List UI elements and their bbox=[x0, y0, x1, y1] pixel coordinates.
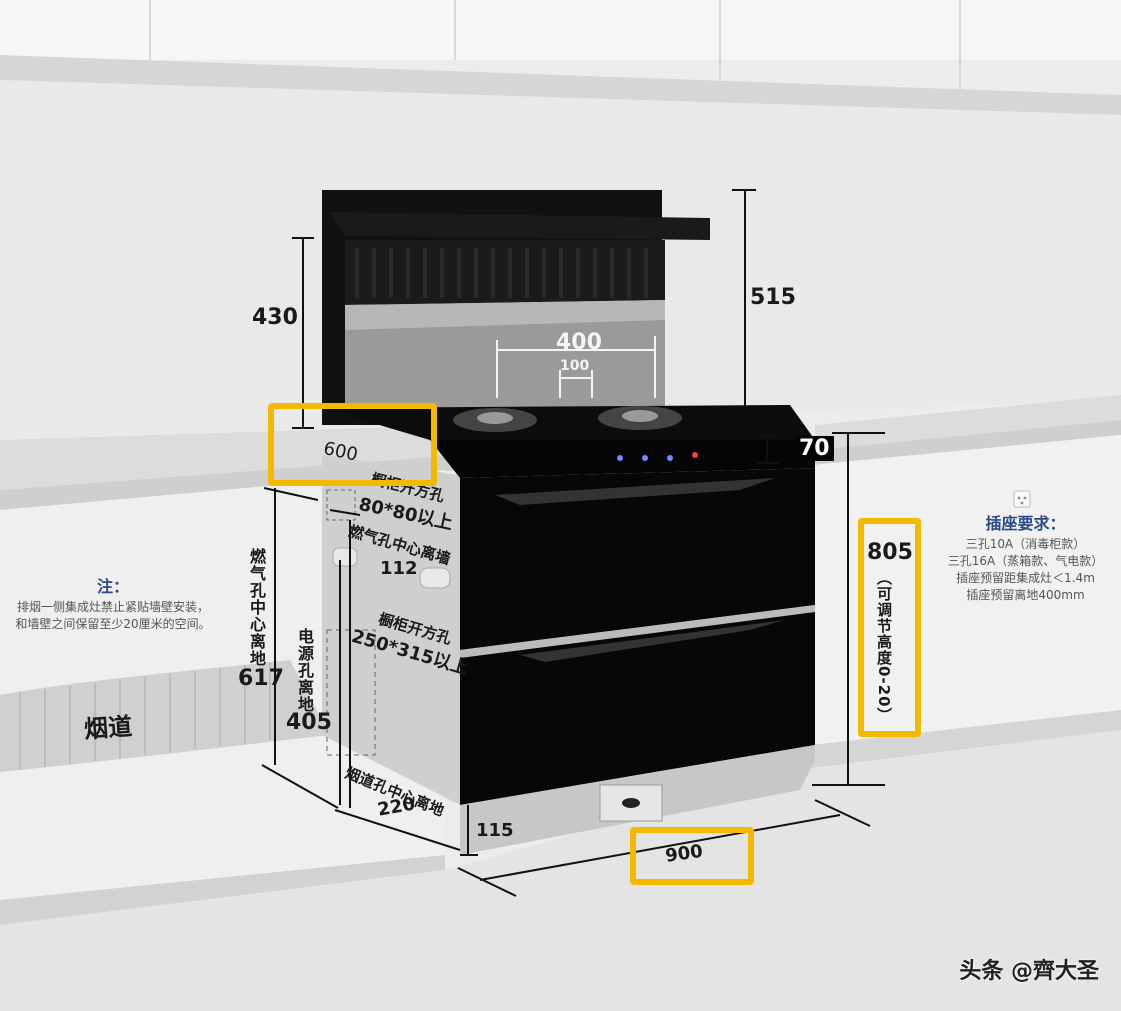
flue-label: 烟道 bbox=[83, 712, 134, 744]
socket-requirement-line: 插座预留距集成灶＜1.4m bbox=[956, 571, 1095, 585]
socket-requirement-line: 三孔16A（蒸箱款、气电款） bbox=[947, 554, 1104, 568]
socket-requirements-note: 插座要求： 三孔10A（消毒柜款） 三孔16A（蒸箱款、气电款） 插座预留距集成… bbox=[938, 515, 1113, 604]
gas-hole-height-caption: 燃气孔中心离地 bbox=[247, 548, 266, 667]
highlight-cabinet-height bbox=[858, 518, 921, 737]
socket-requirement-line: 三孔10A（消毒柜款） bbox=[965, 537, 1086, 551]
installation-note: 注： 排烟一侧集成灶禁止紧贴墙壁安装， 和墙壁之间保留至少20厘米的空间。 bbox=[8, 578, 218, 633]
gas-hole-height-value: 617 bbox=[238, 666, 284, 691]
hood-height-label: 430 bbox=[252, 305, 298, 330]
base-height-label: 115 bbox=[476, 820, 514, 841]
socket-icon bbox=[1013, 490, 1031, 508]
spacing-400-label: 400 bbox=[556, 330, 602, 355]
installation-note-title: 注： bbox=[96, 577, 129, 596]
panel-height-label: 70 bbox=[795, 436, 834, 461]
installation-note-line: 和墙壁之间保留至少20厘米的空间。 bbox=[15, 617, 211, 631]
highlight-depth bbox=[268, 403, 437, 486]
burner-spacing-label: 100 bbox=[560, 358, 590, 374]
power-hole-height-caption: 电源孔离地 bbox=[295, 628, 314, 713]
socket-requirements-title: 插座要求： bbox=[985, 514, 1066, 533]
highlight-width bbox=[630, 827, 754, 885]
watermark: 头条 @齊大圣 bbox=[959, 959, 1099, 984]
socket-requirement-line: 插座预留离地400mm bbox=[966, 588, 1085, 602]
cabinet-height-note: （可调节高度0-20） bbox=[875, 570, 893, 724]
power-hole-height-value: 405 bbox=[286, 710, 332, 735]
flue-duct bbox=[0, 660, 330, 772]
installation-note-line: 排烟一侧集成灶禁止紧贴墙壁安装， bbox=[16, 600, 209, 614]
total-height-label: 515 bbox=[750, 285, 796, 310]
gas-wall-value: 112 bbox=[380, 558, 418, 579]
cabinet-height-label: 805 bbox=[867, 540, 913, 565]
